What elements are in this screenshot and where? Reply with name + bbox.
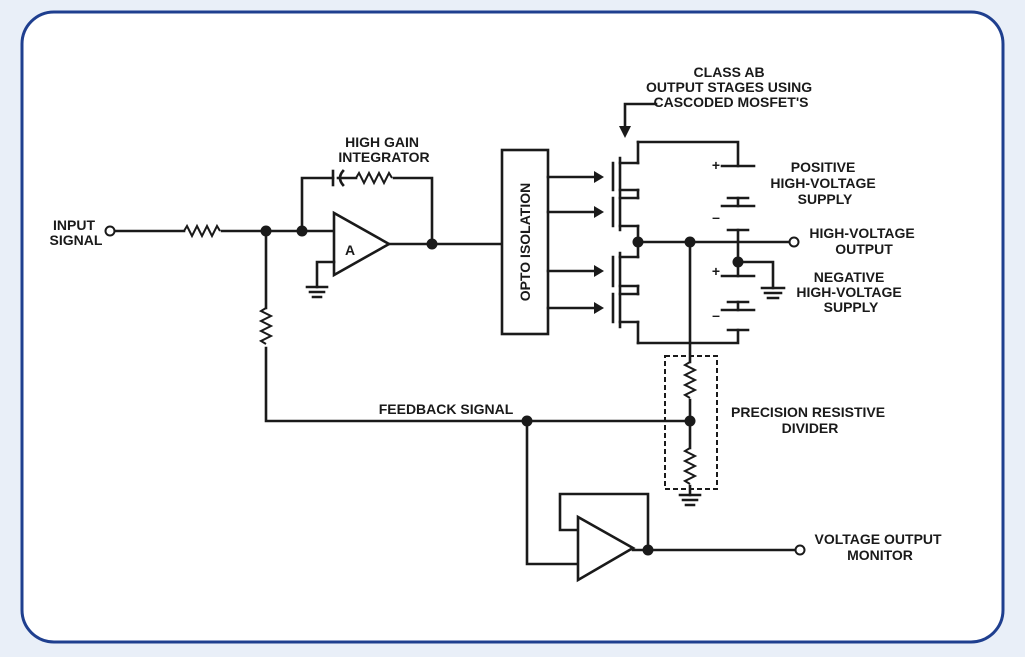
opto-isolation-label: OPTO ISOLATION [517, 183, 533, 302]
positive-plus-sign: + [712, 157, 720, 173]
positive-supply-label: POSITIVE HIGH-VOLTAGE SUPPLY [770, 159, 879, 207]
input-terminal [104, 225, 116, 237]
monitor-label: VOLTAGE OUTPUT MONITOR [815, 531, 946, 563]
negative-battery-symbol [720, 274, 756, 332]
junction-dot [426, 238, 438, 250]
hv-output-label: HIGH-VOLTAGE OUTPUT [809, 225, 918, 257]
hv-output-line-2: OUTPUT [835, 241, 893, 257]
capacitor-plate-curved [338, 169, 345, 187]
positive-supply-line-2: HIGH-VOLTAGE [770, 175, 875, 191]
class-ab-line-3: CASCODED MOSFET'S [653, 94, 808, 110]
divider-resistor-top [682, 361, 698, 399]
class-ab-pointer [623, 102, 658, 130]
junction-dot [642, 544, 654, 556]
monitor-line-1: VOLTAGE OUTPUT [815, 531, 942, 547]
hv-output-terminal [788, 236, 800, 248]
hv-output-line-1: HIGH-VOLTAGE [809, 225, 914, 241]
integrator-amplifier [332, 210, 392, 278]
class-ab-line-1: CLASS AB [694, 64, 765, 80]
opto-output-arrows [546, 171, 604, 314]
divider-line-1: PRECISION RESISTIVE [731, 404, 885, 420]
monitor-line-2: MONITOR [847, 547, 913, 563]
input-signal-line-1: INPUT [53, 217, 95, 233]
positive-supply-line-3: SUPPLY [798, 191, 853, 207]
input-signal-line-2: SIGNAL [50, 232, 103, 248]
monitor-terminal [794, 544, 806, 556]
feedback-wire [264, 229, 692, 423]
feedback-resistor [258, 307, 274, 345]
junction-dot [732, 256, 744, 268]
feedback-label: FEEDBACK SIGNAL [379, 401, 514, 417]
monitor-input-wire [525, 419, 580, 566]
buffer-feedback-loop [558, 492, 650, 552]
supply-ground-wire [736, 260, 775, 290]
positive-battery-symbol [720, 164, 756, 232]
amplifier-letter: A [345, 242, 355, 258]
integrator-line-1: HIGH GAIN [345, 134, 419, 150]
integrator-label: HIGH GAIN INTEGRATOR [338, 134, 429, 165]
class-ab-pointer-arrow [619, 126, 631, 138]
supply-ground-symbol [760, 286, 786, 300]
opto-isolation-block [500, 148, 550, 336]
divider-resistor-bottom [682, 447, 698, 485]
negative-minus-sign: – [712, 307, 720, 323]
divider-label: PRECISION RESISTIVE DIVIDER [731, 404, 889, 436]
divider-ground-symbol [678, 493, 702, 507]
input-resistor [183, 223, 221, 239]
negative-supply-line-3: SUPPLY [824, 299, 879, 315]
input-signal-label: INPUT SIGNAL [50, 217, 103, 248]
ground-symbol [305, 285, 329, 299]
class-ab-label: CLASS AB OUTPUT STAGES USING CASCODED MO… [646, 64, 816, 110]
integrator-line-2: INTEGRATOR [338, 149, 429, 165]
negative-supply-line-2: HIGH-VOLTAGE [796, 284, 901, 300]
supply-rails [636, 140, 740, 345]
integrator-resistor [355, 170, 393, 186]
negative-plus-sign: + [712, 263, 720, 279]
divider-line-2: DIVIDER [782, 420, 839, 436]
amplifier-ground-wire [315, 260, 336, 289]
junction-dot [632, 236, 644, 248]
negative-supply-label: NEGATIVE HIGH-VOLTAGE SUPPLY [796, 269, 905, 315]
class-ab-line-2: OUTPUT STAGES USING [646, 79, 812, 95]
negative-supply-line-1: NEGATIVE [814, 269, 885, 285]
positive-minus-sign: – [712, 209, 720, 225]
buffer-amplifier [576, 514, 636, 583]
positive-supply-line-1: POSITIVE [791, 159, 856, 175]
